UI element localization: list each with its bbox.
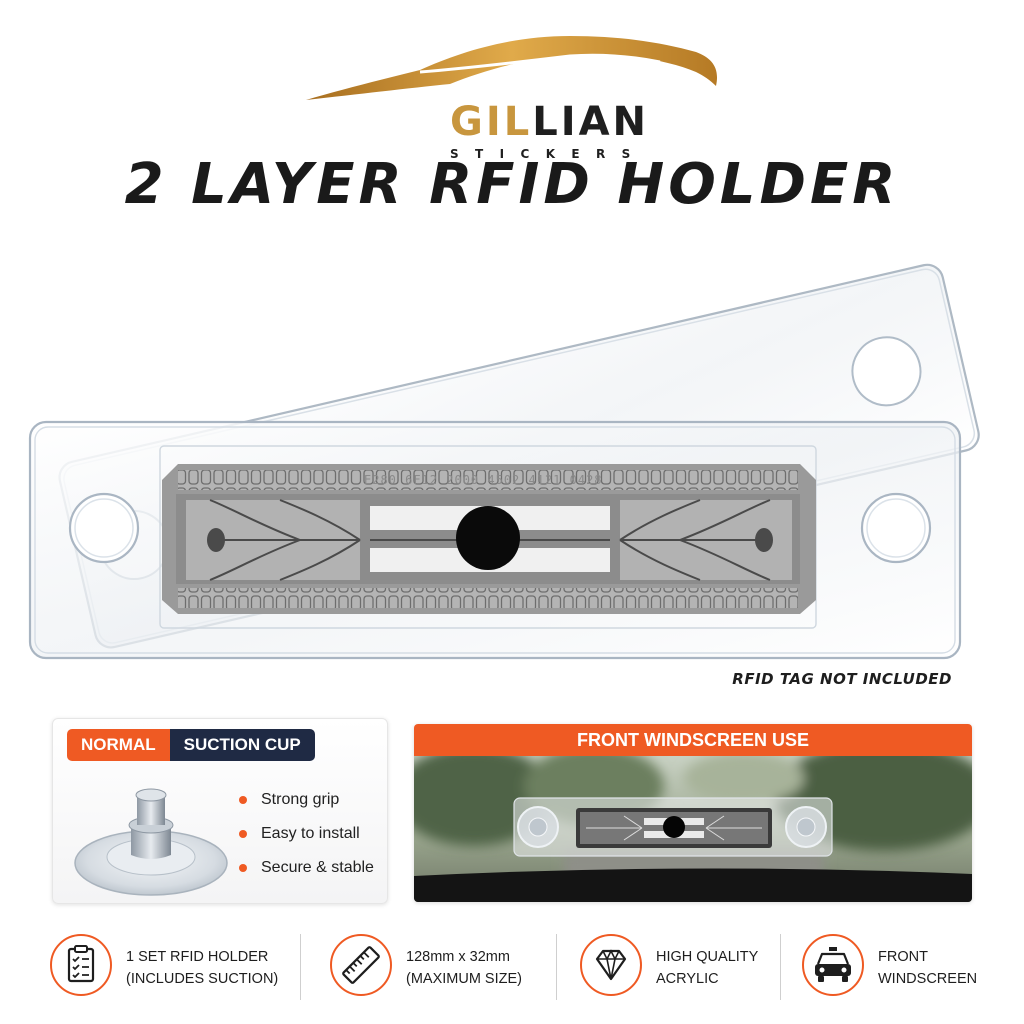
mounted-rfid-holder: [513, 797, 833, 857]
car-silhouette-icon: [306, 36, 718, 100]
feature-line2: (INCLUDES SUCTION): [126, 971, 279, 987]
feature-line2: ACRYLIC: [656, 971, 719, 987]
rfid-chip: [456, 506, 520, 570]
windscreen-scene-image: [414, 756, 972, 902]
divider: [556, 934, 557, 1000]
rfid-tag-inlay: [162, 464, 816, 614]
clipboard-checklist-icon: [50, 934, 112, 996]
brand-logo: GILLIAN STICKERS: [300, 28, 730, 161]
ruler-icon: [330, 934, 392, 996]
windscreen-use-panel: FRONT WINDSCREEN USE: [414, 724, 972, 902]
bullet-icon: [239, 864, 247, 872]
feature-line1: FRONT: [878, 949, 928, 965]
divider: [300, 934, 301, 1000]
brand-name-part1: GIL: [450, 99, 533, 145]
page-title: 2 LAYER RFID HOLDER: [124, 152, 900, 217]
suction-feature-list: Strong grip Easy to install Secure & sta…: [239, 783, 374, 885]
suction-cup-label: NORMAL SUCTION CUP: [67, 729, 315, 761]
diamond-icon: [580, 934, 642, 996]
windscreen-header: FRONT WINDSCREEN USE: [414, 724, 972, 756]
feature-row: 1 SET RFID HOLDER (INCLUDES SUCTION) 128m…: [0, 930, 1024, 1010]
feature-item: Secure & stable: [239, 851, 374, 885]
rfid-holder-product-image: [28, 263, 980, 660]
rfid-not-included-note: RFID TAG NOT INCLUDED: [732, 670, 952, 688]
brand-tagline: STICKERS: [450, 147, 647, 161]
feature-item: Easy to install: [239, 817, 374, 851]
suction-cup-panel: NORMAL SUCTION CUP Strong grip Easy to i…: [52, 718, 388, 904]
brand-name-part2: LIAN: [532, 99, 650, 145]
bullet-icon: [239, 830, 247, 838]
feature-line1: HIGH QUALITY: [656, 949, 759, 965]
label-suction-cup: SUCTION CUP: [169, 729, 315, 761]
brand-name: GILLIAN: [450, 102, 649, 142]
label-normal: NORMAL: [67, 729, 170, 761]
suction-cup-icon: [74, 788, 228, 896]
feature-text: Easy to install: [261, 825, 360, 842]
feature-line1: 128mm x 32mm: [406, 949, 510, 965]
rfid-tag-code: E280 6F12 2000 4502 4121 0428: [364, 473, 603, 487]
feature-line2: (MAXIMUM SIZE): [406, 971, 522, 987]
car-front-icon: [802, 934, 864, 996]
feature-item: Strong grip: [239, 783, 374, 817]
bullet-icon: [239, 796, 247, 804]
divider: [780, 934, 781, 1000]
feature-text: Strong grip: [261, 791, 340, 808]
feature-line1: 1 SET RFID HOLDER: [126, 949, 269, 965]
feature-line2: WINDSCREEN: [878, 971, 978, 987]
feature-text: Secure & stable: [261, 859, 374, 876]
